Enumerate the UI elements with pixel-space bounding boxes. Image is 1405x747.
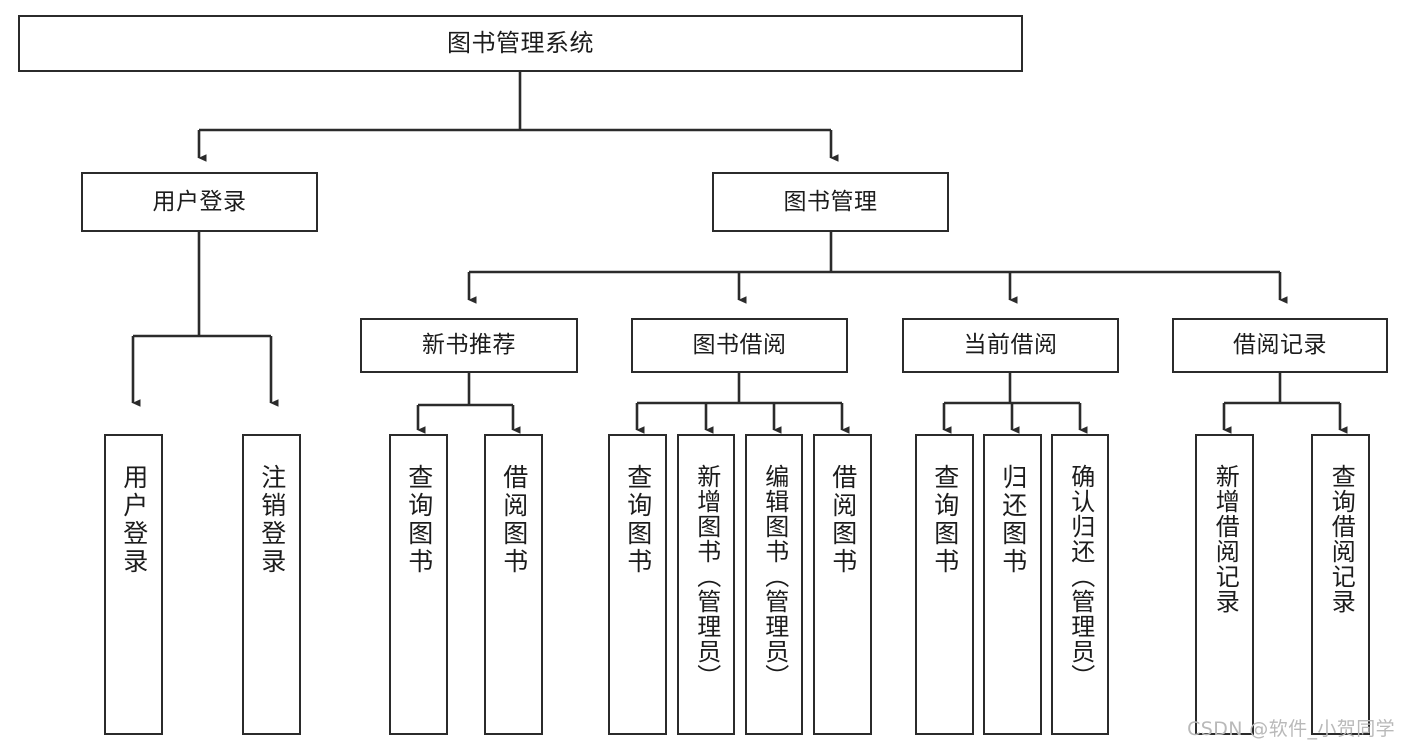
leaf-user-login-label: 用户登录 — [119, 464, 149, 576]
leaf-add-book-admin[interactable]: 新增图书（管理员） — [677, 434, 735, 735]
node-book-management[interactable]: 图书管理 — [712, 172, 949, 232]
leaf-borrow-book-2-label: 借阅图书 — [828, 464, 858, 576]
node-book-borrow-label: 图书借阅 — [692, 332, 787, 359]
leaf-add-borrow-record-label: 新增借阅记录 — [1211, 464, 1240, 614]
leaf-query-borrow-record-label: 查询借阅记录 — [1327, 464, 1356, 614]
leaf-confirm-return-admin-label: 确认归还（管理员） — [1066, 464, 1095, 689]
leaf-query-book-3[interactable]: 查询图书 — [915, 434, 974, 735]
leaf-add-borrow-record[interactable]: 新增借阅记录 — [1195, 434, 1254, 735]
leaf-edit-book-admin[interactable]: 编辑图书（管理员） — [745, 434, 803, 735]
leaf-return-book-label: 归还图书 — [998, 464, 1028, 576]
node-new-book-recommend[interactable]: 新书推荐 — [360, 318, 578, 373]
leaf-user-logout-label: 注销登录 — [257, 464, 287, 576]
leaf-return-book[interactable]: 归还图书 — [983, 434, 1042, 735]
leaf-borrow-book-2[interactable]: 借阅图书 — [813, 434, 872, 735]
node-user-login[interactable]: 用户登录 — [81, 172, 318, 232]
node-current-borrow[interactable]: 当前借阅 — [902, 318, 1119, 373]
node-root-label: 图书管理系统 — [447, 28, 594, 57]
node-borrow-record[interactable]: 借阅记录 — [1172, 318, 1388, 373]
node-book-management-label: 图书管理 — [783, 188, 878, 215]
leaf-borrow-book-1-label: 借阅图书 — [499, 464, 529, 576]
leaf-add-book-admin-label: 新增图书（管理员） — [692, 464, 721, 689]
leaf-borrow-book-1[interactable]: 借阅图书 — [484, 434, 543, 735]
node-user-login-label: 用户登录 — [152, 188, 247, 215]
node-borrow-record-label: 借阅记录 — [1233, 332, 1327, 359]
node-root-system[interactable]: 图书管理系统 — [18, 15, 1023, 72]
leaf-query-borrow-record[interactable]: 查询借阅记录 — [1311, 434, 1370, 735]
leaf-confirm-return-admin[interactable]: 确认归还（管理员） — [1051, 434, 1109, 735]
leaf-query-book-1[interactable]: 查询图书 — [389, 434, 448, 735]
csdn-watermark: CSDN @软件_小贺同学 — [1187, 718, 1395, 740]
leaf-edit-book-admin-label: 编辑图书（管理员） — [760, 464, 789, 689]
leaf-user-login[interactable]: 用户登录 — [104, 434, 163, 735]
leaf-query-book-2[interactable]: 查询图书 — [608, 434, 667, 735]
leaf-user-logout[interactable]: 注销登录 — [242, 434, 301, 735]
leaf-query-book-1-label: 查询图书 — [404, 464, 434, 576]
node-new-book-recommend-label: 新书推荐 — [422, 332, 516, 359]
leaf-query-book-2-label: 查询图书 — [623, 464, 653, 576]
node-book-borrow[interactable]: 图书借阅 — [631, 318, 848, 373]
node-current-borrow-label: 当前借阅 — [963, 332, 1058, 359]
leaf-query-book-3-label: 查询图书 — [930, 464, 960, 576]
